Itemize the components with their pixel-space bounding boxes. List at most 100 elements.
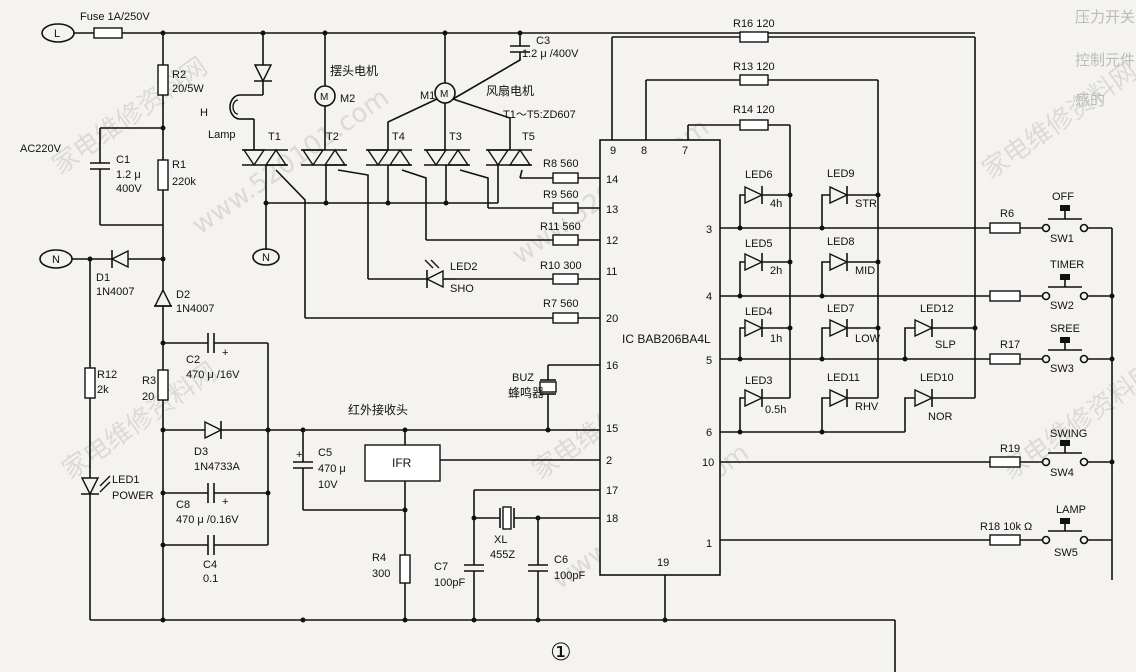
r14-label: R14 120 bbox=[733, 104, 775, 116]
led9-value: STR bbox=[855, 198, 877, 210]
watermark-text: 家电维修资料网 bbox=[977, 57, 1136, 186]
resistor-R10 bbox=[552, 273, 579, 285]
led-LED9 bbox=[829, 185, 849, 205]
c7-label: C7 bbox=[434, 561, 448, 573]
switch-SW4[interactable] bbox=[1041, 440, 1089, 467]
c3-label: C3 bbox=[536, 35, 550, 47]
pin-20: 20 bbox=[606, 313, 618, 325]
led7-label: LED7 bbox=[827, 303, 855, 315]
swing-motor-label: 摆头电机 bbox=[330, 64, 378, 78]
svg-text:+: + bbox=[296, 449, 302, 461]
led5-label: LED5 bbox=[745, 238, 773, 250]
r1-label: R1 bbox=[172, 159, 186, 171]
triac-T4 bbox=[366, 148, 412, 167]
led-LED6 bbox=[744, 185, 764, 205]
triac-T2 bbox=[301, 148, 347, 167]
c7-value: 100pF bbox=[434, 577, 465, 589]
r4-value: 300 bbox=[372, 568, 390, 580]
pin-10: 10 bbox=[702, 457, 714, 469]
lamp bbox=[229, 94, 241, 120]
lamp-key-label: LAMP bbox=[1056, 504, 1086, 516]
diode-D1 bbox=[110, 249, 129, 269]
m1-label: M1 bbox=[420, 90, 435, 102]
led6-value: 4h bbox=[770, 198, 782, 210]
pin-13: 13 bbox=[606, 204, 618, 216]
resistor-R-timer bbox=[989, 290, 1021, 302]
t5-label: T5 bbox=[522, 131, 535, 143]
c8-label: C8 bbox=[176, 499, 190, 511]
diode-lamp bbox=[253, 64, 273, 83]
r17-label: R17 bbox=[1000, 339, 1020, 351]
led-LED10 bbox=[914, 388, 934, 408]
note-text: 压力开关 bbox=[1075, 8, 1135, 26]
led4-value: 1h bbox=[770, 333, 782, 345]
c3-value: 1.2 μ /400V bbox=[522, 48, 579, 60]
ic-chip bbox=[599, 139, 721, 576]
r6-label: R6 bbox=[1000, 208, 1014, 220]
crystal-XL bbox=[502, 506, 512, 530]
sw3-label: SW3 bbox=[1050, 363, 1074, 375]
r19-label: R19 bbox=[1000, 443, 1020, 455]
watermark-url: www.520101.com bbox=[187, 83, 395, 241]
fuse bbox=[93, 27, 123, 39]
sw1-label: SW1 bbox=[1050, 233, 1074, 245]
led-LED4 bbox=[744, 318, 764, 338]
led3-label: LED3 bbox=[745, 375, 773, 387]
switch-SW3[interactable] bbox=[1041, 337, 1089, 364]
pin-7: 7 bbox=[682, 145, 688, 157]
led-LED1 bbox=[80, 477, 100, 496]
swing-key-label: SWING bbox=[1050, 428, 1087, 440]
switch-SW2[interactable] bbox=[1041, 274, 1089, 301]
terminal-N-label: N bbox=[52, 254, 60, 266]
figure-number: ① bbox=[550, 638, 572, 666]
pin-16: 16 bbox=[606, 360, 618, 372]
diode-D2 bbox=[153, 288, 173, 307]
resistor-R6 bbox=[989, 222, 1021, 234]
c4-value: 0.1 bbox=[203, 573, 218, 585]
c1-voltage: 400V bbox=[116, 183, 142, 195]
xl-label: XL bbox=[494, 534, 507, 546]
switch-SW1[interactable] bbox=[1041, 205, 1089, 233]
r12-value: 2k bbox=[97, 384, 109, 396]
led10-label: LED10 bbox=[920, 372, 954, 384]
sw4-label: SW4 bbox=[1050, 467, 1074, 479]
ir-receiver-IFR bbox=[364, 444, 441, 482]
resistor-R18 bbox=[989, 534, 1021, 546]
r9-label: R9 560 bbox=[543, 189, 578, 201]
pin-5: 5 bbox=[706, 355, 712, 367]
pin-3: 3 bbox=[706, 224, 712, 236]
resistor-R17 bbox=[989, 353, 1021, 365]
led5-value: 2h bbox=[770, 265, 782, 277]
led-LED3 bbox=[744, 388, 764, 408]
resistor-R19 bbox=[989, 456, 1021, 468]
terminal-N2 bbox=[252, 248, 280, 266]
svg-text:M: M bbox=[440, 89, 448, 100]
pin-19: 19 bbox=[657, 557, 669, 569]
led6-label: LED6 bbox=[745, 169, 773, 181]
led12-value: SLP bbox=[935, 339, 956, 351]
ac-label: AC220V bbox=[20, 143, 62, 155]
sw5-label: SW5 bbox=[1054, 547, 1078, 559]
top-right-notes: 压力开关 控制元件 感的 bbox=[1075, 8, 1135, 109]
led11-value: RHV bbox=[855, 401, 879, 413]
r10-label: R10 300 bbox=[540, 260, 582, 272]
pin-1: 1 bbox=[706, 538, 712, 550]
c4-label: C4 bbox=[203, 559, 217, 571]
resistor-R4 bbox=[399, 554, 411, 584]
d1-label: D1 bbox=[96, 272, 110, 284]
triac-T3 bbox=[424, 148, 470, 167]
r1-value: 220k bbox=[172, 176, 196, 188]
r3-label: R3 bbox=[142, 375, 156, 387]
r18-label: R18 10k Ω bbox=[980, 521, 1032, 533]
d3-value: 1N4733A bbox=[194, 461, 241, 473]
svg-text:+: + bbox=[222, 496, 228, 508]
led11-label: LED11 bbox=[827, 372, 860, 384]
led3-value: 0.5h bbox=[765, 404, 786, 416]
led2-label: LED2 bbox=[450, 261, 478, 273]
xl-value: 455Z bbox=[490, 549, 515, 561]
c2-label: C2 bbox=[186, 354, 200, 366]
switch-SW5[interactable] bbox=[1041, 518, 1089, 545]
resistor-R16 bbox=[739, 31, 769, 43]
fan-motor-label: 风扇电机 bbox=[486, 83, 534, 98]
